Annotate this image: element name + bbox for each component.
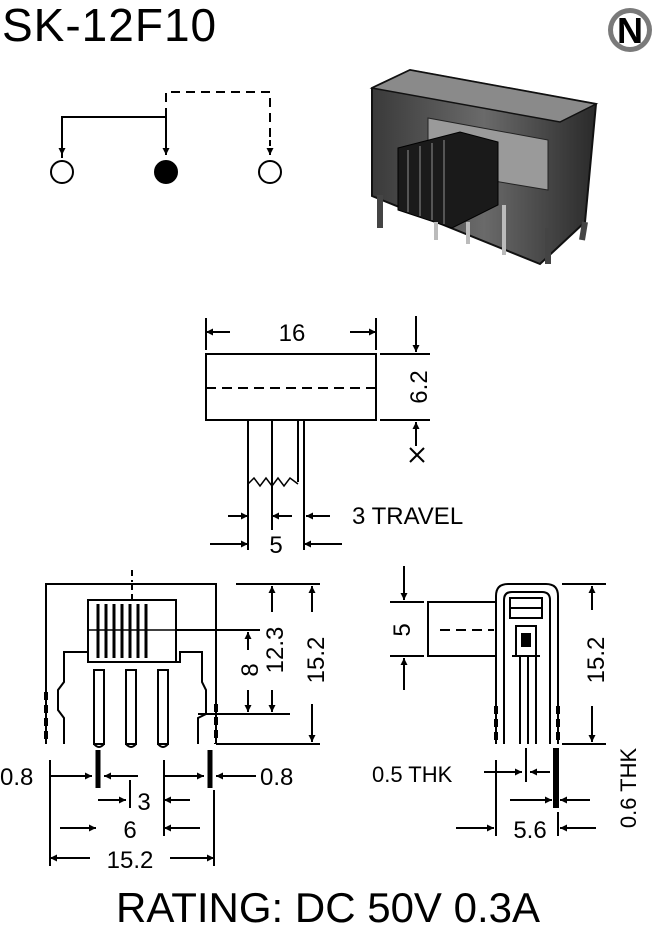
rating-text: RATING: DC 50V 0.3A xyxy=(115,884,541,931)
dim-height-label: 6.2 xyxy=(406,370,433,403)
travel-label: 3 TRAVEL xyxy=(352,503,463,530)
top-view-labels: 16 6.2 3 TRAVEL 5 xyxy=(269,320,463,559)
top-view-drawing xyxy=(205,316,430,550)
side-dim-5-label: 5 xyxy=(389,623,416,636)
front-view-labels: 12.3 15.2 8 0.8 0.8 3 6 15.2 xyxy=(0,627,330,874)
dim-15-2-bottom-label: 15.2 xyxy=(107,847,154,874)
logo-letter: N xyxy=(617,10,643,51)
dim-8-label: 8 xyxy=(237,663,264,676)
logo: N xyxy=(608,8,652,52)
dim-width-label: 16 xyxy=(279,320,306,347)
dim-pitch-label: 5 xyxy=(269,532,282,559)
product-photo xyxy=(369,68,599,266)
front-view-drawing xyxy=(44,570,320,866)
thk-0-6-label: 0.6 THK xyxy=(616,748,641,829)
dim-5-6-label: 5.6 xyxy=(513,817,546,844)
side-view-drawing xyxy=(390,566,606,836)
side-view-labels: 5 15.2 0.5 THK 0.6 THK 5.6 xyxy=(372,623,641,844)
thk-0-5-label: 0.5 THK xyxy=(372,762,453,787)
dim-12-3-label: 12.3 xyxy=(262,627,289,674)
dim-0-8-right-label: 0.8 xyxy=(260,764,293,791)
dim-3-label: 3 xyxy=(137,789,150,816)
side-dim-15-2-label: 15.2 xyxy=(583,637,610,684)
dim-15-2-label: 15.2 xyxy=(303,637,330,684)
page-title: SK-12F10 xyxy=(2,0,218,51)
dim-0-8-left-label: 0.8 xyxy=(0,764,33,791)
switch-schematic xyxy=(50,91,282,184)
dim-6-label: 6 xyxy=(123,817,136,844)
